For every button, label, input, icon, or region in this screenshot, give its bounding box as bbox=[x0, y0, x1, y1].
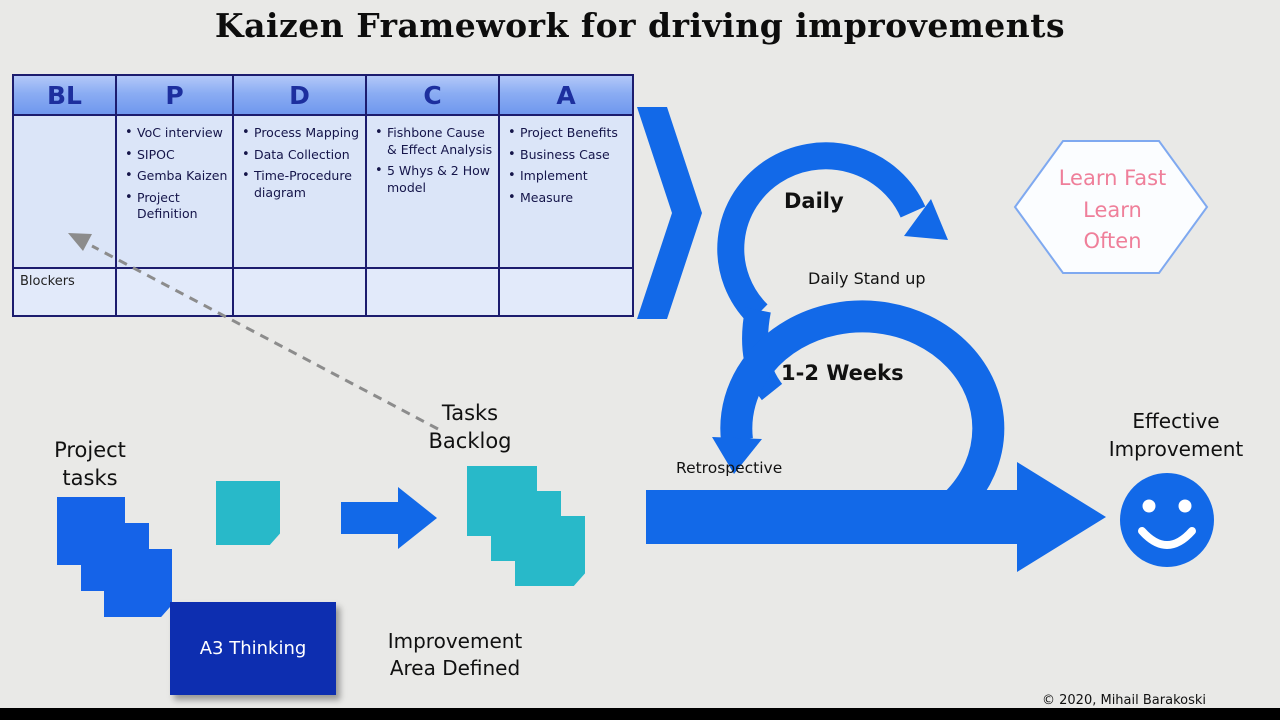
p-body-cell: VoC interview SIPOC Gemba Kaizen Project… bbox=[117, 116, 234, 269]
list-item: Project Benefits bbox=[508, 124, 629, 142]
pdca-table: BL P D C A VoC interview SIPOC Gemba Kai… bbox=[12, 74, 634, 317]
improvement-area-label: Improvement Area Defined bbox=[387, 629, 523, 680]
list-item: 5 Whys & 2 How model bbox=[375, 162, 495, 196]
daily-label: Daily bbox=[784, 189, 844, 213]
table-header-d: D bbox=[234, 76, 367, 116]
blockers-empty-cell bbox=[234, 269, 367, 315]
d-items: Process Mapping Data Collection Time-Pro… bbox=[234, 116, 365, 201]
copyright-text: © 2020, Mihail Barakoski bbox=[1042, 693, 1206, 708]
weeks-loop-arrow bbox=[712, 300, 1005, 543]
list-item: Fishbone Cause & Effect Analysis bbox=[375, 124, 495, 158]
list-item: Project Definition bbox=[125, 189, 229, 223]
table-header-a: A bbox=[500, 76, 632, 116]
p-items: VoC interview SIPOC Gemba Kaizen Project… bbox=[117, 116, 232, 223]
list-item: Time-Procedure diagram bbox=[242, 167, 362, 201]
effective-improvement-label: Effective Improvement bbox=[1108, 409, 1244, 461]
list-item: Business Case bbox=[508, 146, 629, 164]
a3-thinking-box: A3 Thinking bbox=[170, 602, 336, 695]
table-header-c: C bbox=[367, 76, 500, 116]
a3-thinking-label: A3 Thinking bbox=[199, 638, 307, 659]
tasks-flow-arrow-icon bbox=[341, 487, 437, 549]
list-item: Data Collection bbox=[242, 146, 362, 164]
list-item: Implement bbox=[508, 167, 629, 185]
a-items: Project Benefits Business Case Implement… bbox=[500, 116, 632, 206]
blockers-empty-cell bbox=[367, 269, 500, 315]
table-header-p: P bbox=[117, 76, 234, 116]
d-body-cell: Process Mapping Data Collection Time-Pro… bbox=[234, 116, 367, 269]
list-item: SIPOC bbox=[125, 146, 229, 164]
smiley-icon bbox=[1120, 473, 1214, 567]
retrospective-label: Retrospective bbox=[676, 459, 783, 477]
letterbox-bar bbox=[0, 708, 1280, 720]
improvement-flow-arrow bbox=[646, 462, 1106, 572]
project-task-note bbox=[104, 549, 172, 617]
chevron-right-icon bbox=[637, 107, 702, 319]
backlog-note bbox=[515, 516, 585, 586]
bl-body-cell bbox=[14, 116, 117, 269]
list-item: Measure bbox=[508, 189, 629, 207]
learn-fast-label: Learn Fast Learn Often bbox=[1058, 166, 1167, 253]
project-tasks-label: Project tasks bbox=[54, 438, 126, 490]
table-header-bl: BL bbox=[14, 76, 117, 116]
page-title: Kaizen Framework for driving improvement… bbox=[214, 6, 1066, 45]
tasks-backlog-label: Tasks Backlog bbox=[428, 401, 512, 453]
daily-standup-label: Daily Stand up bbox=[808, 269, 926, 288]
list-item: VoC interview bbox=[125, 124, 229, 142]
blockers-empty-cell bbox=[117, 269, 234, 315]
c-items: Fishbone Cause & Effect Analysis 5 Whys … bbox=[367, 116, 498, 196]
selected-task-note bbox=[216, 481, 280, 545]
c-body-cell: Fishbone Cause & Effect Analysis 5 Whys … bbox=[367, 116, 500, 269]
list-item: Process Mapping bbox=[242, 124, 362, 142]
a-body-cell: Project Benefits Business Case Implement… bbox=[500, 116, 632, 269]
weeks-label: 1-2 Weeks bbox=[781, 361, 904, 385]
list-item: Gemba Kaizen bbox=[125, 167, 229, 185]
blockers-empty-cell bbox=[500, 269, 632, 315]
blockers-cell: Blockers bbox=[14, 269, 117, 315]
